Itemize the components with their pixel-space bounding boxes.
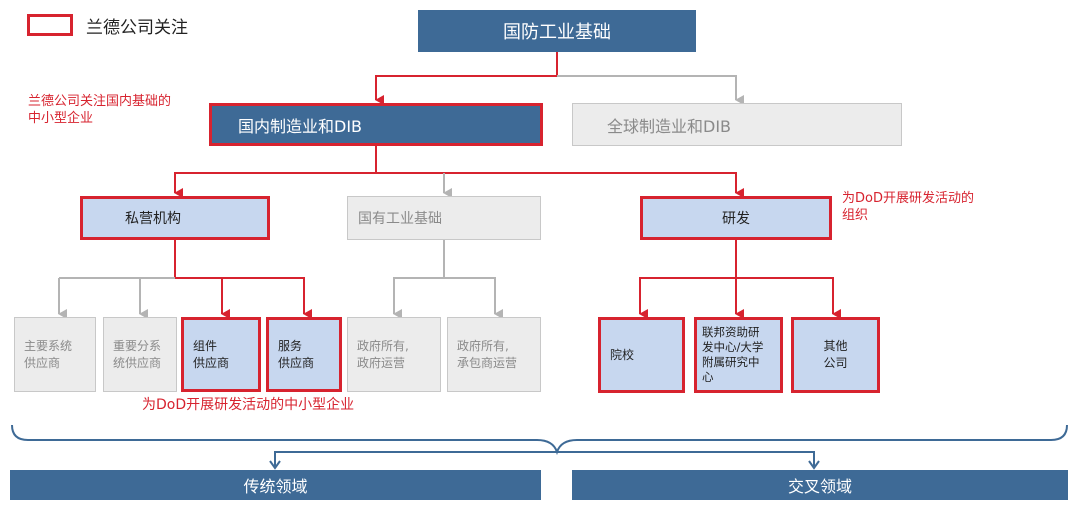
node-rnd-label: 研发 [722, 211, 750, 227]
connector-private [58, 240, 312, 319]
legend-swatch [27, 14, 73, 36]
leaf-service-supplier-label: 服务 供应商 [278, 338, 315, 370]
node-state-owned-base-label: 国有工业基础 [358, 211, 442, 227]
leaf-academia: 院校 [598, 317, 685, 393]
connector-domestic [174, 146, 744, 198]
leaf-gov-owned-gov-operated-label: 政府所有, 政府运营 [357, 338, 409, 370]
leaf-key-subsystem-supplier-label: 重要分系 统供应商 [113, 338, 162, 370]
node-private-sector-label: 私营机构 [125, 211, 181, 227]
node-private-sector: 私营机构 [80, 196, 270, 240]
leaf-gov-owned-gov-operated: 政府所有, 政府运营 [347, 317, 441, 392]
node-global-manufacturing: 全球制造业和DIB [572, 103, 902, 146]
grouping-brace [11, 424, 1068, 456]
leaf-main-system-supplier: 主要系统 供应商 [14, 317, 96, 392]
node-domestic-manufacturing-label: 国内制造业和DIB [238, 116, 363, 136]
leaf-ffrdc-uarc-label: 联邦资助研 发中心/大学 附属研究中 心 [702, 325, 764, 384]
node-rnd: 研发 [640, 196, 832, 240]
note-rnd-organizations: 为DoD开展研发活动的 组织 [842, 191, 974, 223]
band-traditional-domain: 传统领域 [10, 470, 541, 500]
connector-rnd [639, 240, 841, 319]
leaf-other-companies-label: 其他 公司 [823, 339, 848, 370]
leaf-key-subsystem-supplier: 重要分系 统供应商 [103, 317, 177, 392]
connector-state [393, 240, 503, 319]
node-defense-industrial-base: 国防工业基础 [418, 10, 696, 52]
leaf-academia-label: 院校 [610, 347, 635, 362]
node-domestic-manufacturing: 国内制造业和DIB [209, 103, 543, 146]
note-domestic-focus: 兰德公司关注国内基础的 中小型企业 [28, 94, 172, 126]
leaf-component-supplier-label: 组件 供应商 [193, 338, 230, 370]
leaf-service-supplier: 服务 供应商 [266, 317, 342, 392]
leaf-main-system-supplier-label: 主要系统 供应商 [24, 338, 73, 370]
leaf-component-supplier: 组件 供应商 [181, 317, 261, 392]
leaf-other-companies: 其他 公司 [791, 317, 880, 393]
connector-bands [269, 451, 820, 470]
band-cross-domain-label: 交叉领域 [787, 477, 852, 496]
connector-root [375, 52, 744, 105]
node-defense-industrial-base-label: 国防工业基础 [503, 22, 611, 43]
leaf-gov-owned-contractor-operated: 政府所有, 承包商运营 [447, 317, 541, 392]
leaf-ffrdc-uarc: 联邦资助研 发中心/大学 附属研究中 心 [694, 317, 783, 393]
node-global-manufacturing-label: 全球制造业和DIB [607, 116, 732, 136]
node-state-owned-base: 国有工业基础 [347, 196, 541, 240]
band-cross-domain: 交叉领域 [572, 470, 1068, 500]
note-sme-rnd: 为DoD开展研发活动的中小型企业 [142, 397, 355, 413]
leaf-gov-owned-contractor-operated-label: 政府所有, 承包商运营 [457, 338, 518, 370]
legend-label: 兰德公司关注 [86, 18, 188, 38]
band-traditional-domain-label: 传统领域 [243, 477, 308, 496]
